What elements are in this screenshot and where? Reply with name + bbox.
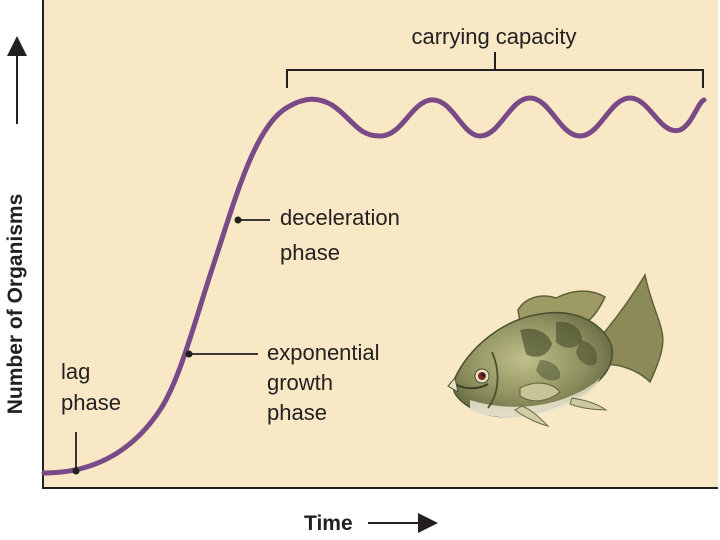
exponential-line-3: phase xyxy=(267,400,327,425)
exponential-line-2: growth xyxy=(267,370,333,395)
deceleration-label: deceleration phase xyxy=(280,205,406,265)
carrying-capacity-bracket xyxy=(286,52,704,88)
y-axis-label: Number of Organisms xyxy=(4,194,27,415)
x-axis-label: Time xyxy=(304,512,353,535)
deceleration-line-1: deceleration xyxy=(280,205,400,230)
carrying-capacity-label: carrying capacity xyxy=(411,24,576,49)
plot-background xyxy=(43,0,718,488)
bass-fish-icon xyxy=(447,272,664,427)
lag-label: lag phase xyxy=(61,359,121,415)
exponential-line-1: exponential xyxy=(267,340,380,365)
exponential-label: exponential growth phase xyxy=(267,340,386,425)
growth-curve xyxy=(41,95,707,476)
lag-line-2: phase xyxy=(61,390,121,415)
lag-line-1: lag xyxy=(61,359,90,384)
deceleration-line-2: phase xyxy=(280,240,340,265)
